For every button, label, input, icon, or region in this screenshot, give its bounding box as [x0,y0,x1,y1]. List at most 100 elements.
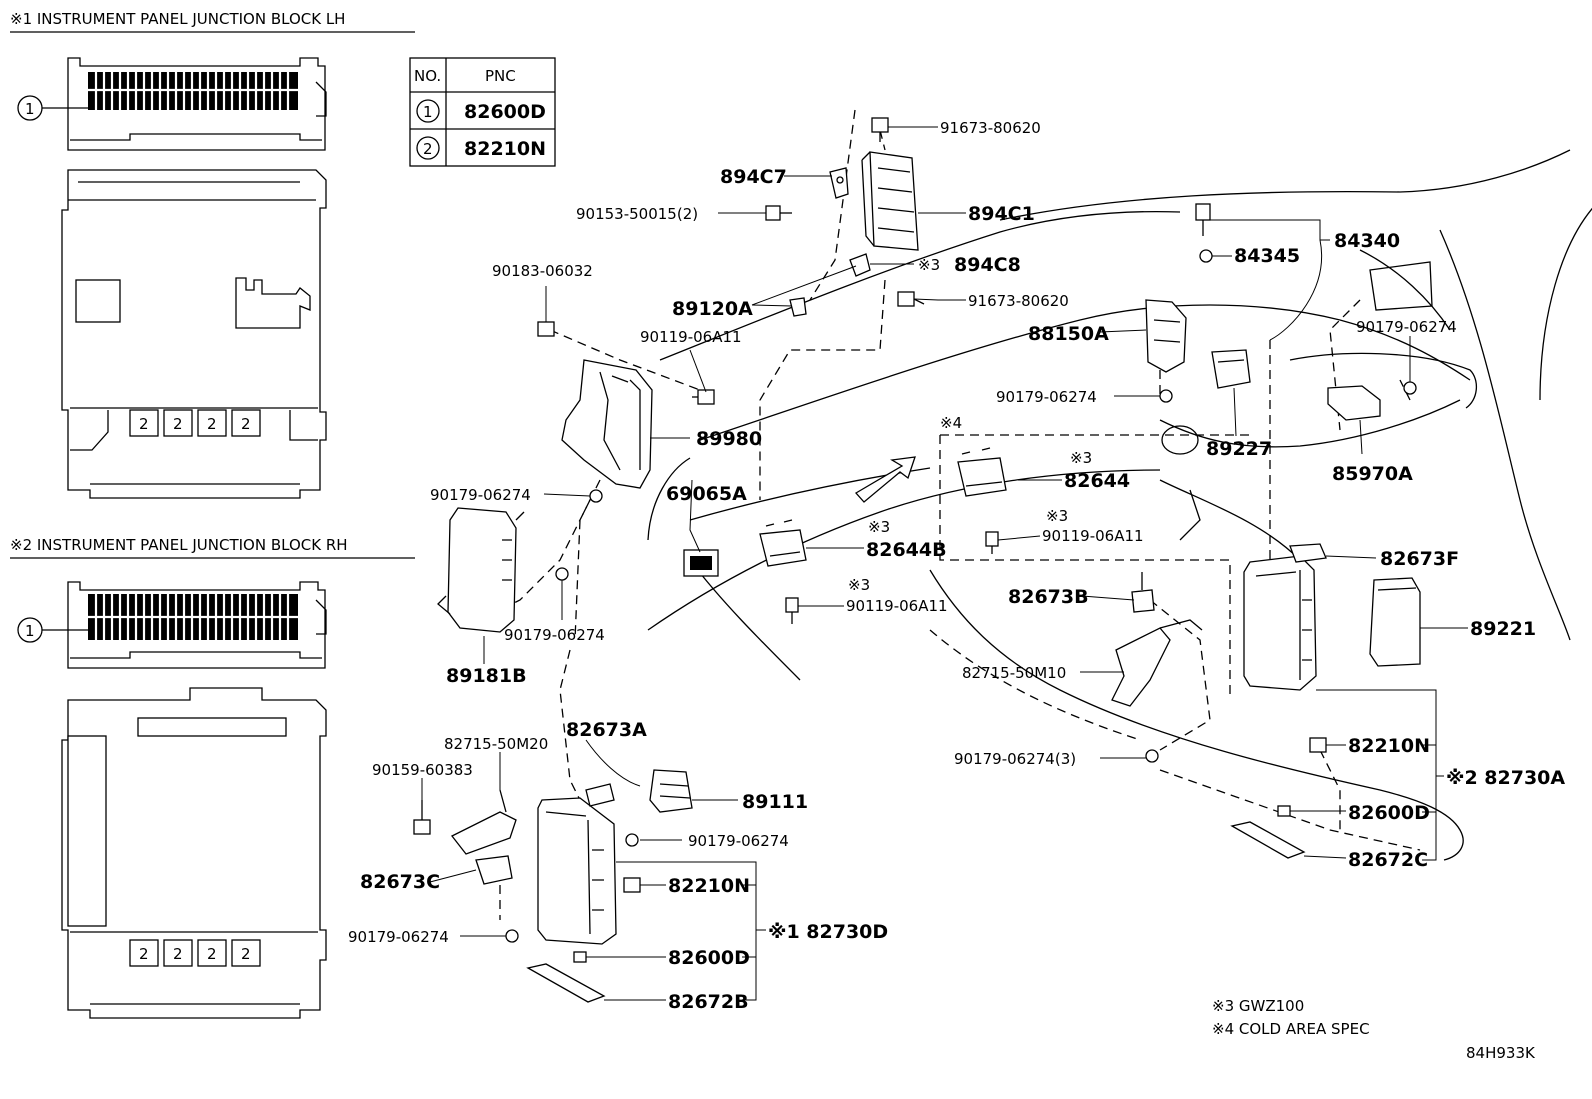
label-82600D-left: 82600D [668,947,750,969]
junction-block-82730D [537,797,617,945]
label-84345: 84345 [1234,245,1300,267]
table-row-1-no: 1 [423,103,433,121]
bracket-82673A [585,783,615,807]
connector-82644 [957,447,1007,497]
note-90119-06A11-c: ※3 [848,576,870,594]
label-82644: 82644 [1064,470,1130,492]
callout-2-c: 2 [207,415,217,433]
relay-82673F [1289,543,1327,563]
bracket-82715-50M20 [451,789,517,855]
junction-block-rh-top-view: 1 [17,581,327,669]
nut-90179-a [589,489,603,503]
label-88150A: 88150A [1028,323,1109,345]
callout-2-d: 2 [241,415,251,433]
instrument-panel-outline [647,149,1592,861]
label-82210N-left: 82210N [668,875,750,897]
direction-arrow [854,456,916,503]
note-cold-area-4: ※4 [940,414,962,432]
label-90159-60383: 90159-60383 [372,761,473,779]
bolt-90153 [765,205,792,221]
note-82644B: ※3 [868,518,890,536]
label-82673F: 82673F [1380,548,1459,570]
module-89221 [1369,577,1421,667]
junction-block-lh-top-view: 1 [17,57,327,151]
table-header-pnc: PNC [485,67,516,85]
callout-2-h: 2 [241,945,251,963]
switch-69065A [683,549,719,577]
unit-88150A [1145,299,1187,373]
table-row-2-no: 2 [423,140,433,158]
connector-82644B [759,519,807,567]
figure-id: 84H933K [1466,1044,1536,1062]
label-82672B: 82672B [668,991,749,1013]
cover-82672C [1230,821,1306,859]
label-82715-50M10: 82715-50M10 [962,664,1066,682]
unit-85970A [1327,385,1381,421]
label-82644B: 82644B [866,539,947,561]
sensor-89227 [1211,349,1251,389]
footnote-3: ※3 GWZ100 [1212,997,1304,1015]
fuse-82600D-right [1277,805,1291,817]
bracket-894C8 [849,253,871,277]
header-junction-block-lh: ※1 INSTRUMENT PANEL JUNCTION BLOCK LH [10,10,345,28]
switch-84340 [1195,203,1211,236]
callout-2-g: 2 [207,945,217,963]
label-90153-50015: 90153-50015(2) [576,205,698,223]
label-82600D-right: 82600D [1348,802,1430,824]
label-89181B: 89181B [446,665,527,687]
label-89111: 89111 [742,791,808,813]
table-row-2-pnc: 82210N [464,138,546,160]
clip-84345 [1199,249,1213,263]
label-89221: 89221 [1470,618,1536,640]
fuse-82600D-left [573,951,587,963]
label-89120A: 89120A [672,298,753,320]
callout-2-b: 2 [173,415,183,433]
header-junction-block-rh: ※2 INSTRUMENT PANEL JUNCTION BLOCK RH [10,536,348,554]
bracket-82673C [475,855,513,885]
label-90119-06A11-a: 90119-06A11 [640,328,742,346]
label-90179-06274-e: 90179-06274 [688,832,789,850]
label-82715-50M20: 82715-50M20 [444,735,548,753]
label-90179-06274-d: 90179-06274 [1356,318,1457,336]
label-894C8: 894C8 [954,254,1021,276]
callout-2-f: 2 [173,945,183,963]
label-90179-06274-3: 90179-06274(3) [954,750,1076,768]
callout-2-a: 2 [139,415,149,433]
label-91673-80620-mid: 91673-80620 [968,292,1069,310]
bolt-90159 [413,800,431,835]
label-90179-06274-a: 90179-06274 [430,486,531,504]
label-90179-06274-f: 90179-06274 [348,928,449,946]
fuse-82210N-right [1309,737,1327,753]
nut-90179-f [505,929,519,943]
nut-90179-e [625,833,639,847]
junction-block-82730A [1243,555,1317,691]
label-90119-06A11-c: 90119-06A11 [846,597,948,615]
nut-90183 [537,321,555,337]
label-90179-06274-b: 90179-06274 [504,626,605,644]
label-82673B: 82673B [1008,586,1089,608]
note-90119-06A11-b: ※3 [1046,507,1068,525]
label-82730D: ※1 82730D [768,921,888,943]
label-82210N-right: 82210N [1348,735,1430,757]
table-header-no: NO. [414,67,441,85]
note-894C8: ※3 [918,256,940,274]
callout-1-rh-label: 1 [25,622,35,640]
nut-90179-b [555,567,569,581]
bolt-90119-b [985,531,999,554]
bolt-90119-a [692,389,715,405]
fuse-82210N-left [623,877,641,893]
label-894C7: 894C7 [720,166,787,188]
module-89181B [437,507,525,633]
callout-1-lh-label: 1 [25,100,35,118]
cover-82672B [526,963,606,1003]
footnote-4: ※4 COLD AREA SPEC [1212,1020,1370,1038]
module-89111 [649,769,693,813]
label-91673-80620-top: 91673-80620 [940,119,1041,137]
clip-89120A [789,297,807,317]
table-row-1-pnc: 82600D [464,101,546,123]
note-82644: ※3 [1070,449,1092,467]
nut-90179-d [1403,381,1417,395]
label-894C1: 894C1 [968,203,1035,225]
bracket-894C7 [829,167,849,199]
ecu-894C1 [861,151,919,251]
